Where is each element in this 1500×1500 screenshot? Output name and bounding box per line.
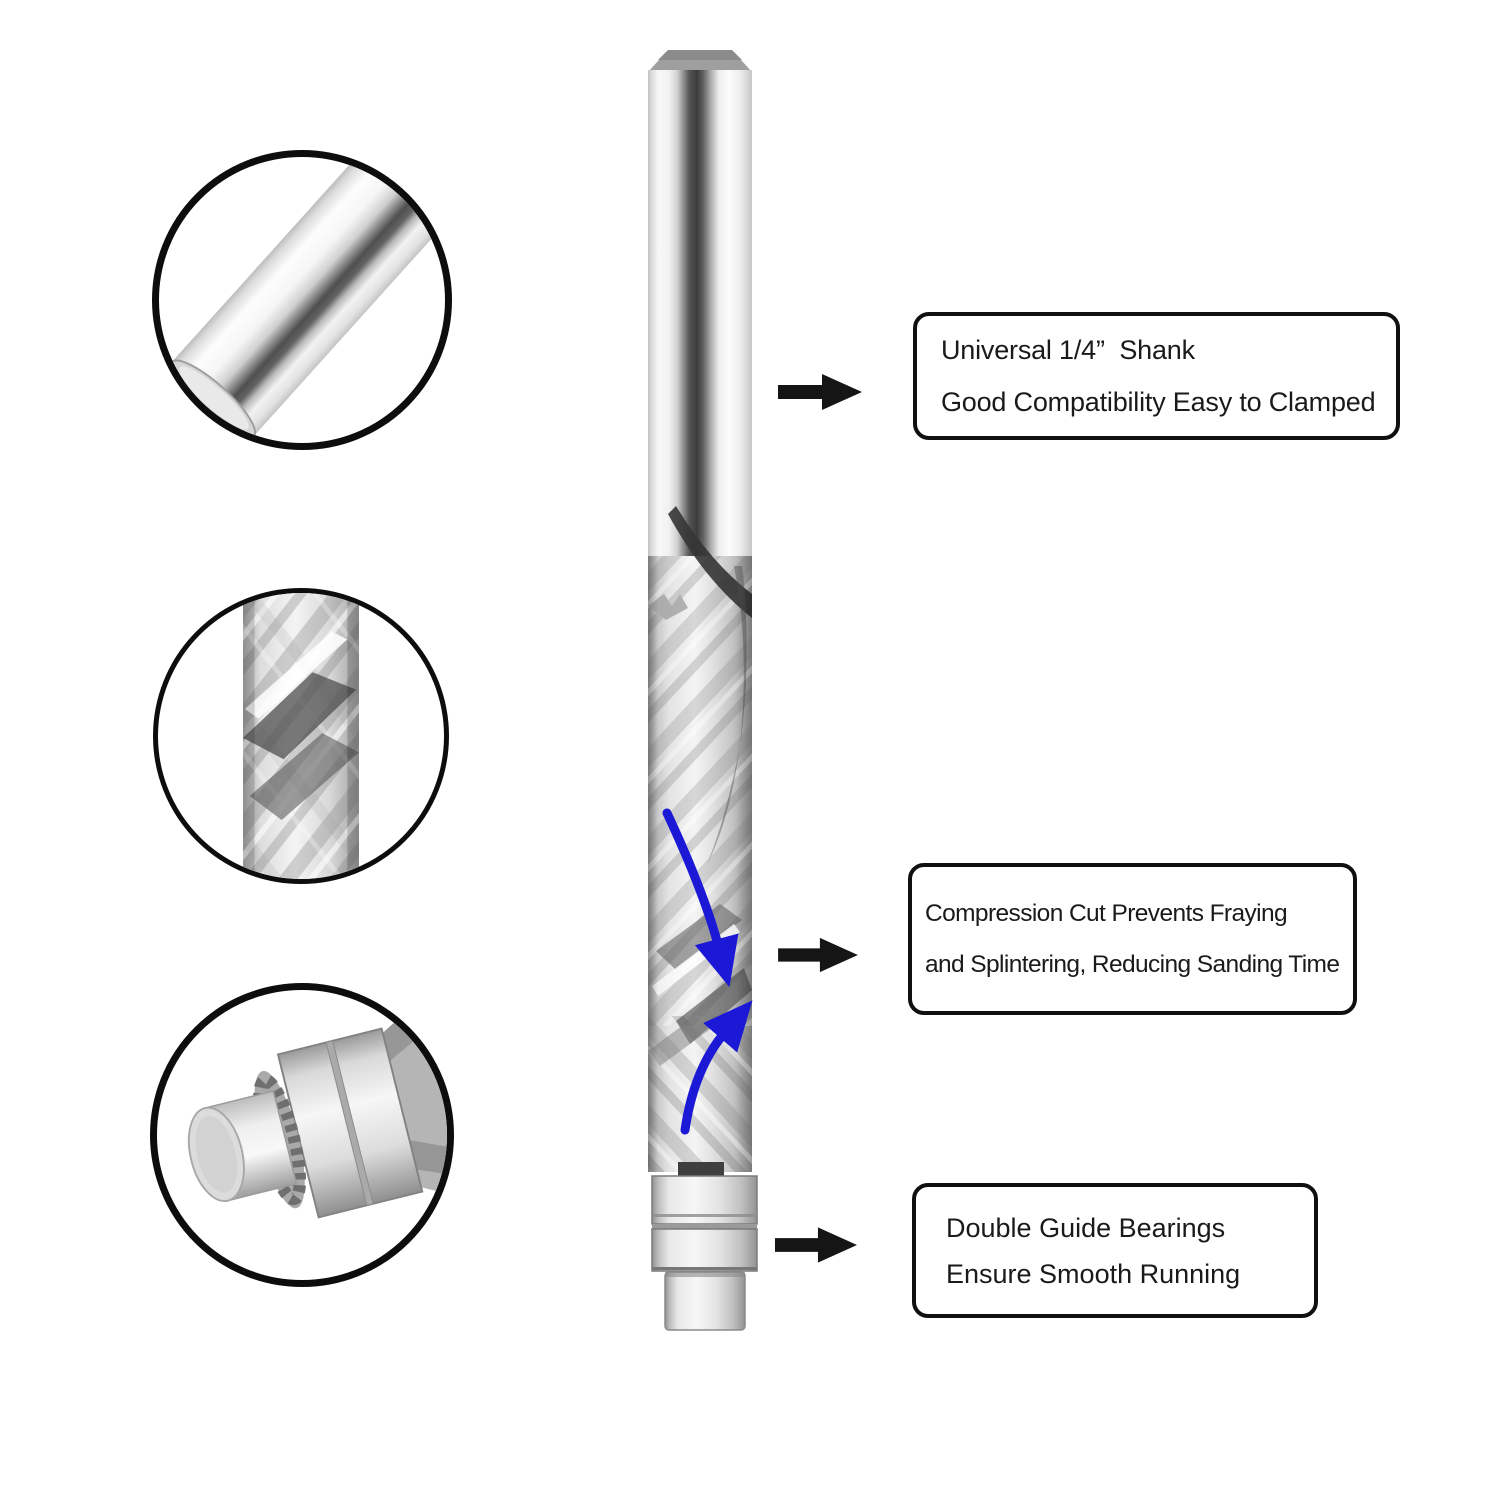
shank-callout-box: Universal 1/4” Shank Good Compatibility …: [913, 312, 1400, 440]
bearing-callout-arrow-icon: [775, 1227, 857, 1263]
spiral-flute-closeup-icon: [243, 593, 359, 879]
bearing-callout-box: Double Guide Bearings Ensure Smooth Runn…: [912, 1183, 1318, 1318]
shank-closeup-view: [152, 150, 452, 450]
compression-callout-line-1: Compression Cut Prevents Fraying: [925, 900, 1288, 927]
bearing-closeup-view: [150, 983, 454, 1287]
bearing-callout-line-1: Double Guide Bearings: [946, 1212, 1226, 1243]
shank-callout-arrow-icon: [778, 374, 862, 410]
down-cut-direction-arrow-icon: [662, 808, 739, 988]
compression-callout-arrow-icon: [778, 937, 858, 973]
shank-callout-line-2: Good Compatibility Easy to Clamped: [941, 387, 1376, 417]
bearing-callout-line-2: Ensure Smooth Running: [946, 1258, 1241, 1289]
shank-cylinder-closeup-icon: [169, 157, 445, 439]
double-bearing-closeup-icon: [187, 990, 447, 1219]
bit-guide-bearings: [651, 1162, 758, 1272]
router-bit-illustration: [648, 50, 758, 1331]
compression-callout-box: Compression Cut Prevents Fraying and Spl…: [908, 863, 1357, 1015]
bit-pilot-end: [664, 1271, 746, 1331]
bit-shank: [648, 50, 752, 570]
up-cut-direction-arrow-icon: [680, 1000, 753, 1135]
shank-callout-line-1: Universal 1/4” Shank: [941, 335, 1195, 365]
compression-callout-line-2: and Splintering, Reducing Sanding Time: [925, 951, 1340, 978]
flute-closeup-view: [153, 588, 449, 884]
